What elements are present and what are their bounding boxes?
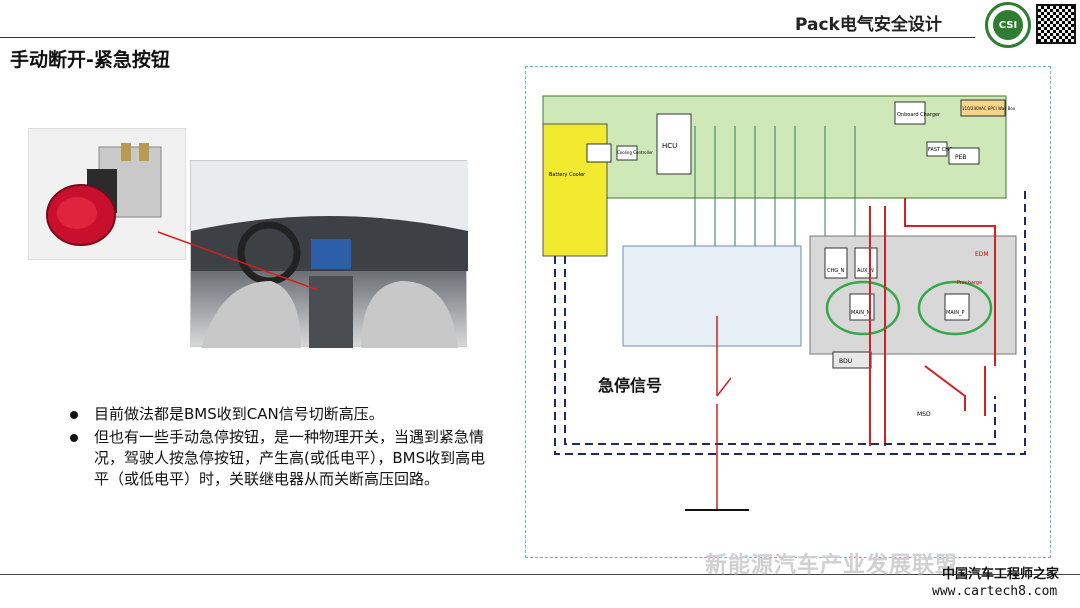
watermark-text: 新能源汽车产业发展联盟: [705, 553, 959, 578]
qr-code: [1036, 4, 1076, 44]
bullet-list: 目前做法都是BMS收到CAN信号切断高压。 但也有一些手动急停按钮，是一种物理开…: [70, 404, 500, 492]
bullet-text: 但也有一些手动急停按钮，是一种物理开关，当遇到紧急情况，驾驶人按急停按钮，产生高…: [94, 428, 486, 488]
bullet-text: 目前做法都是BMS收到CAN信号切断高压。: [94, 405, 384, 423]
edm-label: EDM: [975, 251, 989, 258]
cooling-controller-label: Cooling Controller: [617, 150, 653, 155]
obc-label: Onboard Charger: [897, 112, 941, 118]
chg-n-label: CHG_N: [827, 268, 845, 274]
site-url: www.cartech8.com: [932, 584, 1058, 599]
main-n-label: MAIN_N: [851, 310, 870, 316]
aux-n-label: AUX_N: [857, 268, 874, 274]
car-interior-photo: [190, 160, 468, 348]
msd-label: MSD: [917, 411, 931, 418]
bullet-item: 目前做法都是BMS收到CAN信号切断高压。: [70, 404, 500, 425]
bullet-dot-icon: [70, 411, 78, 419]
precharge-label: Precharge: [957, 280, 982, 286]
slide-title: 手动断开-紧急按钮: [10, 49, 170, 71]
main-p-label: MAIN_P: [946, 310, 964, 316]
footer-divider: [0, 574, 1080, 575]
peb-label: PEB: [955, 154, 967, 161]
bullet-item: 但也有一些手动急停按钮，是一种物理开关，当遇到紧急情况，驾驶人按急停按钮，产生高…: [70, 427, 500, 490]
battery-cooler-label: Battery Cooler: [549, 172, 586, 178]
ac-box-label: 110/240VAC EPCI Wall Box: [962, 106, 1016, 111]
site-name: 中国汽车工程师之家: [942, 567, 1060, 582]
logo-text: CSI: [993, 10, 1023, 40]
csi-logo: CSI: [985, 2, 1031, 48]
hv-schematic-diagram: HCU Onboard Charger 110/240VAC EPCI Wall…: [542, 95, 1026, 511]
estop-signal-label: 急停信号: [598, 376, 663, 395]
bullet-dot-icon: [70, 434, 78, 442]
bdu-label: BDU: [839, 358, 852, 365]
emergency-button-photo: [28, 128, 186, 260]
header-title: Pack电气安全设计: [795, 15, 942, 35]
header-divider: [0, 37, 975, 38]
hcu-label: HCU: [662, 142, 677, 150]
fast-chg-label: FAST CHG: [928, 147, 953, 153]
diagram-frame: [525, 66, 1051, 558]
